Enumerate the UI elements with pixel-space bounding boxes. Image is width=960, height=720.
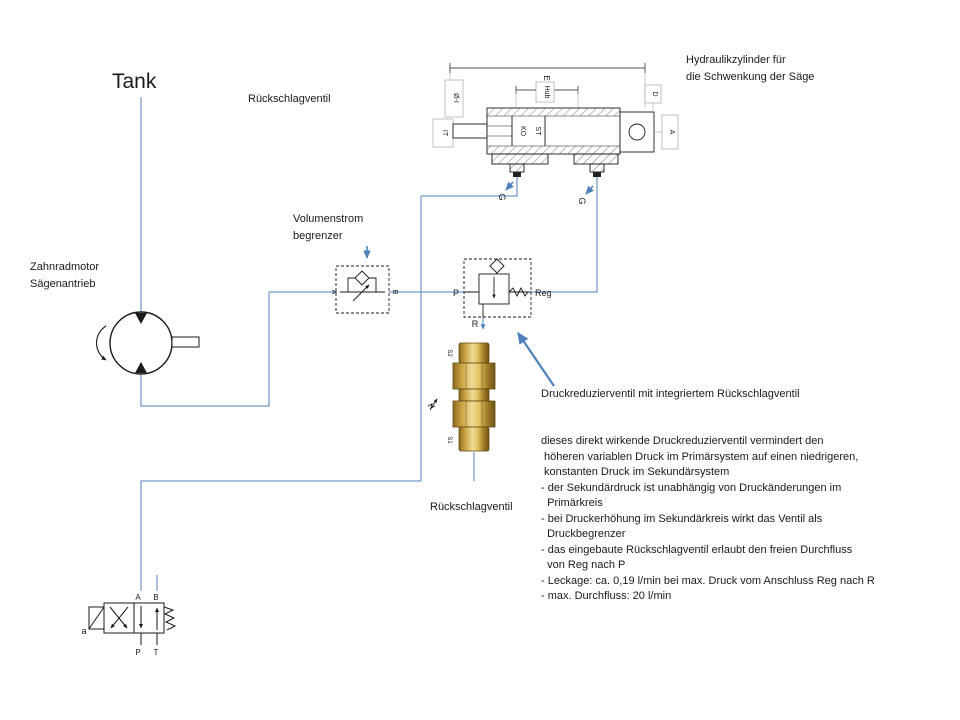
- description-line: von Reg nach P: [541, 559, 626, 571]
- valve-actuator-lever: [88, 606, 105, 630]
- cylinder-right-cap: [619, 111, 655, 153]
- gear-motor-caption-line2: Sägenantrieb: [30, 278, 96, 290]
- cylinder-dim-hub: [515, 81, 579, 108]
- cylinder-dim-e-label: E: [542, 75, 551, 80]
- cylinder-flange-left: [491, 153, 549, 165]
- valve-right-square: [133, 602, 165, 634]
- description-line: Primärkreis: [541, 497, 603, 509]
- valve-port-a-label: A: [135, 593, 141, 602]
- description-line: höheren variablen Druck im Primärsystem …: [541, 450, 859, 463]
- cylinder-wall-bottom: [487, 146, 620, 154]
- valve-cross-arrow-1: [109, 606, 128, 629]
- reducer-caption: Druckreduzierventil mit integriertem Rüc…: [541, 388, 800, 400]
- reducer-envelope: [463, 258, 532, 318]
- check-valve-top-label: Rückschlagventil: [248, 93, 331, 105]
- tank-label: Tank: [112, 70, 157, 93]
- flow-limiter-port-a-label: A: [330, 290, 337, 295]
- cylinder-dim-st-label: ST: [534, 127, 541, 137]
- circuit-pipes: [140, 97, 598, 591]
- valve-position-a-label: a: [81, 626, 86, 636]
- description-line: - max. Durchfluss: 20 l/min: [541, 590, 672, 602]
- cylinder-wall-top: [487, 108, 620, 116]
- fitting-s2-label: S2: [446, 349, 452, 357]
- cylinder-dim-hub-label: Hub: [543, 86, 550, 99]
- description-line: - der Sekundärdruck ist unabhängig von D…: [541, 481, 842, 494]
- cylinder-dim-oi-box: [444, 79, 464, 118]
- cylinder-eye-hole: [628, 123, 646, 141]
- valve-spring: [163, 606, 177, 631]
- description-line: Druckbegrenzer: [541, 528, 626, 540]
- valve-cross-arrow-2: [110, 606, 129, 629]
- description-line: dieses direkt wirkende Druckreduziervent…: [541, 435, 824, 447]
- description-block: dieses direkt wirkende Druckreduziervent…: [541, 434, 875, 605]
- motor-rotation-arrow: [96, 325, 107, 361]
- cylinder-port-g-left-label: G: [497, 193, 507, 200]
- fitting-s1-label: S1: [446, 436, 452, 444]
- flow-limiter-restrictor-arrow: [352, 284, 370, 302]
- cylinder-port-g-right-label: G: [577, 197, 587, 204]
- description-line: konstanten Druck im Sekundärsystem: [541, 466, 730, 478]
- cylinder-dim-d-label: D: [651, 91, 658, 96]
- flow-limiter-caption-line2: begrenzer: [293, 230, 343, 242]
- cylinder-caption-line1: Hydraulikzylinder für: [686, 54, 786, 66]
- cylinder-port-stud-left: [509, 163, 525, 173]
- cylinder-dim-a-label: A: [668, 130, 675, 135]
- description-line: - Leckage: ca. 0,19 l/min bei max. Druck…: [541, 574, 875, 587]
- valve-port-t-label: T: [154, 648, 159, 657]
- cylinder-nipple-left: [513, 172, 521, 177]
- valve-actuator-box: [88, 606, 105, 630]
- brass-fitting-photo: S2 S1: [427, 342, 496, 452]
- fitting-neck: [458, 388, 490, 402]
- cylinder-drawing: E Hub Ø-I IT KO ST D A: [432, 63, 679, 205]
- pipe-bottom-to-directional-valve: [140, 480, 421, 591]
- pressure-reducer-symbol: P Reg R: [453, 258, 552, 329]
- reducer-port-r-label: R: [472, 319, 479, 329]
- valve-port-p-label: P: [135, 648, 140, 657]
- cylinder-dim-it-label: IT: [441, 130, 448, 137]
- motor-triangle-bottom: [135, 362, 147, 373]
- cylinder-flange-right: [573, 153, 619, 165]
- cylinder-dim-ko-label: KO: [519, 126, 526, 137]
- fitting-flow-symbol: [427, 398, 438, 411]
- cylinder-dim-oi-label: Ø-I: [452, 93, 459, 103]
- reducer-caption-arrow: [517, 331, 555, 387]
- pipe-motor-to-flow-limiter: [140, 291, 336, 407]
- reducer-check-diamond: [489, 258, 505, 274]
- reducer-port-reg-label: Reg: [535, 288, 552, 298]
- flow-limiter-caption-line1: Volumenstrom: [293, 213, 364, 225]
- fitting-bottom-nut: [458, 426, 490, 452]
- pipe-cylinder-left-port: [421, 177, 518, 197]
- cylinder-rod: [452, 123, 488, 139]
- cylinder-caption-line2: die Schwenkung der Säge: [686, 71, 815, 83]
- port-g-right-arrow: [585, 185, 594, 195]
- fitting-upper-hex: [452, 362, 496, 390]
- cylinder-nipple-right: [593, 172, 601, 177]
- reducer-port-p-label: P: [453, 288, 459, 298]
- reducer-port-links: [464, 273, 531, 317]
- valve-port-stubs: [140, 633, 158, 645]
- reducer-body: [478, 273, 510, 305]
- flow-limiter-port-b-label: B: [391, 290, 398, 295]
- motor-shaft: [171, 336, 200, 348]
- gear-motor-symbol: [96, 311, 200, 375]
- flow-limiter-symbol: A B: [330, 265, 398, 314]
- pipe-cylinder-right-port-to-reg: [531, 177, 598, 293]
- flow-limiter-check-diamond: [354, 270, 370, 286]
- description-line: - das eingebaute Rückschlagventil erlaub…: [541, 543, 853, 556]
- fitting-lower-hex: [452, 400, 496, 428]
- cylinder-rod-inside: [487, 125, 512, 137]
- directional-valve-symbol: A B P T a: [81, 593, 177, 657]
- annotation-arrows: [363, 181, 594, 387]
- motor-triangle-top: [135, 313, 147, 324]
- gear-motor-caption-line1: Zahnradmotor: [30, 261, 100, 273]
- flow-limiter-envelope: [335, 265, 390, 314]
- fitting-top-nut: [458, 342, 490, 364]
- flow-limiter-bypass: [347, 277, 377, 292]
- cylinder-port-stud-right: [589, 163, 605, 173]
- check-valve-bottom-label: Rückschlagventil: [430, 501, 513, 513]
- port-g-left-arrow: [505, 181, 514, 191]
- description-line: - bei Druckerhöhung im Sekundärkreis wir…: [541, 512, 823, 525]
- valve-port-b-label: B: [153, 593, 158, 602]
